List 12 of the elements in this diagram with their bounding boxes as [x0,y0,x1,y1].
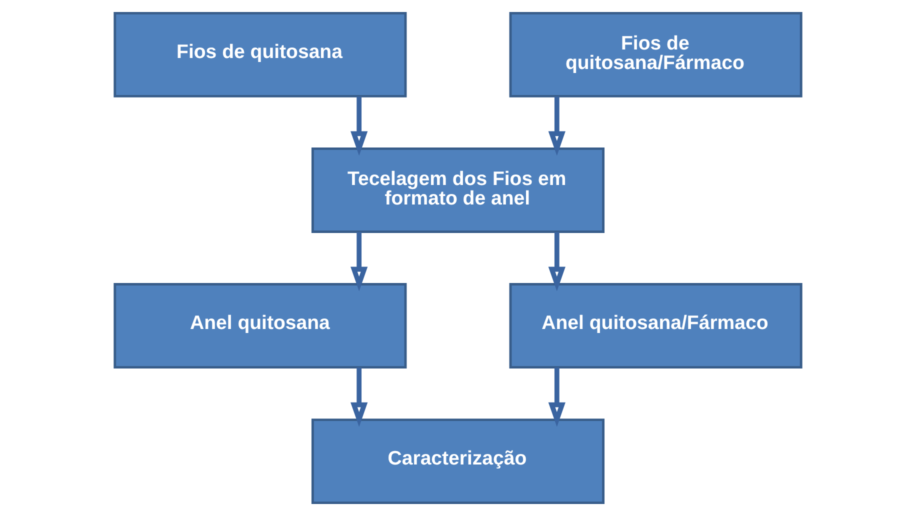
arrow [548,96,566,156]
arrow [350,368,368,427]
node-box: Fios de quitosana [114,12,407,98]
arrow [548,368,566,427]
node-box: Tecelagem dos Fios em formato de anel [311,148,605,233]
arrow [350,232,368,292]
node-box: Caracterização [311,418,605,504]
node-box: Fios de quitosana/Fármaco [509,12,802,98]
arrow [548,232,566,292]
arrow [350,96,368,156]
node-box: Anel quitosana/Fármaco [509,283,802,368]
node-box: Anel quitosana [114,283,407,368]
